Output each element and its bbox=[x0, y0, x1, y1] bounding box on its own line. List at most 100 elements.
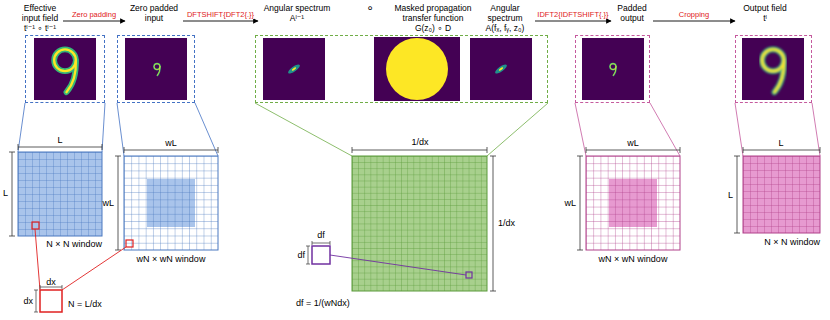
dimension-label: N × N window bbox=[46, 239, 102, 249]
spectrum-panel: Angular spectrumAˡ⁻¹ bbox=[258, 2, 336, 102]
dashed-frame bbox=[25, 35, 105, 103]
grid-lines bbox=[352, 156, 487, 291]
grid-lines bbox=[743, 156, 820, 233]
digit-nine bbox=[610, 64, 616, 76]
stage-panel: ∘Angular spectrumAˡ⁻¹Masked propagation … bbox=[252, 1, 551, 107]
dimension-label: dx bbox=[46, 277, 56, 287]
dimension-line bbox=[34, 290, 38, 312]
dimension-label: N × N window bbox=[764, 237, 820, 247]
zoom-line bbox=[330, 255, 466, 275]
heading: Effective input fieldtˡ⁻¹ ∘ tˡ⁻¹ bbox=[20, 3, 60, 33]
dimension-label: 1/dx bbox=[498, 218, 515, 228]
heading: Zero padded input bbox=[128, 3, 180, 23]
heading: Padded output bbox=[614, 3, 650, 23]
heading-text: Effective input field bbox=[20, 3, 60, 23]
operation-label: IDFT2{IDFTSHIFT{.}} bbox=[537, 10, 608, 19]
heading: Angular spectrumAˡ⁻¹ bbox=[261, 3, 333, 23]
pixel-marker bbox=[32, 222, 39, 229]
flow-arrow bbox=[653, 21, 735, 22]
dimension-label: N = L/dx bbox=[68, 299, 102, 309]
heading-text: Angular spectrum bbox=[478, 3, 532, 23]
dimension-line bbox=[734, 156, 740, 233]
leader-line bbox=[575, 103, 680, 156]
padded-output-image bbox=[582, 38, 644, 100]
pixel-zoom bbox=[40, 290, 62, 312]
flow-arrow bbox=[535, 21, 611, 22]
padded-input-image bbox=[125, 38, 187, 100]
dimension-label: df = 1/(wNdx) bbox=[296, 298, 350, 308]
dimension-label: df bbox=[317, 230, 325, 240]
heading-text: Padded output bbox=[614, 3, 650, 23]
grid-lines bbox=[18, 152, 102, 236]
dimension-line bbox=[115, 156, 121, 250]
formula-text: tˡ bbox=[738, 13, 792, 23]
sample-grid bbox=[124, 156, 218, 250]
frequency-grid bbox=[352, 156, 487, 291]
spectrum-peak bbox=[498, 67, 503, 72]
transfer-function-image bbox=[374, 37, 460, 101]
dimension-line bbox=[490, 156, 496, 291]
operation-label: DFTSHIFT{DFT2{.}} bbox=[187, 10, 254, 19]
dimension-label: wN × wN window bbox=[137, 254, 206, 264]
flow-arrow bbox=[183, 21, 258, 22]
dashed-frame bbox=[117, 35, 195, 103]
dimension-label: L bbox=[57, 135, 62, 145]
heading-text: Angular spectrum bbox=[261, 3, 333, 13]
dimension-line bbox=[9, 152, 15, 236]
sample-grid bbox=[18, 152, 102, 236]
spectrum-image bbox=[263, 38, 325, 100]
flow-arrow bbox=[63, 21, 125, 22]
leader-line bbox=[18, 103, 105, 152]
dimension-line bbox=[306, 246, 310, 264]
operation-label: Zero padding bbox=[72, 10, 116, 19]
digit-nine bbox=[54, 49, 76, 92]
dashed-frame bbox=[735, 35, 812, 103]
heading-text: Masked propagation transfer function bbox=[393, 3, 473, 23]
sample-grid bbox=[586, 156, 680, 250]
dimension-label: wL bbox=[102, 198, 114, 208]
stage-panel: Output fieldtˡ bbox=[732, 1, 816, 107]
dimension-label: 1/dx bbox=[411, 137, 428, 147]
frequency-zoom bbox=[312, 246, 330, 264]
heading: ∘ bbox=[362, 1, 378, 15]
dimension-label: wN × wN window bbox=[599, 254, 668, 264]
dimension-line bbox=[312, 241, 330, 245]
dimension-label: L bbox=[728, 190, 733, 200]
heading: Angular spectrumA(fₓ, fᵧ, z₀) bbox=[478, 3, 532, 33]
dimension-line bbox=[352, 147, 487, 153]
spectrum-peak bbox=[291, 67, 296, 72]
dimension-label: dx bbox=[23, 296, 33, 306]
grid-lines bbox=[586, 156, 680, 250]
input-field-image bbox=[34, 38, 96, 100]
zoom-line bbox=[35, 229, 126, 290]
spectrum-image bbox=[470, 38, 532, 100]
output-field-image bbox=[742, 38, 804, 100]
heading-text: Zero padded input bbox=[128, 3, 180, 23]
dimension-label: df bbox=[297, 250, 305, 260]
dimension-line bbox=[577, 156, 583, 250]
formula-text: tˡ⁻¹ ∘ tˡ⁻¹ bbox=[20, 23, 60, 33]
operation-label: Cropping bbox=[679, 10, 709, 19]
dashed-frame bbox=[575, 35, 650, 103]
dimension-label: wL bbox=[564, 198, 576, 208]
leader-line bbox=[117, 103, 218, 156]
blurred-digit bbox=[762, 49, 784, 92]
formula-text: Aˡ⁻¹ bbox=[261, 13, 333, 23]
spectrum-blob bbox=[494, 63, 508, 75]
spectrum-panel: Masked propagation transfer functionG(z₀… bbox=[372, 2, 476, 102]
heading-text: Output field bbox=[738, 3, 792, 13]
spectrum-blob bbox=[287, 63, 301, 75]
digit-nine bbox=[762, 49, 784, 92]
digit-nine bbox=[154, 64, 160, 76]
formula-text: A(fₓ, fᵧ, z₀) bbox=[478, 23, 532, 33]
stage-panel: Zero padded input bbox=[114, 1, 198, 107]
frequency-marker bbox=[466, 272, 472, 278]
heading: Masked propagation transfer functionG(z₀… bbox=[393, 3, 473, 33]
dimension-label: wL bbox=[627, 138, 639, 148]
dimension-label: wL bbox=[165, 138, 177, 148]
heading-text: ∘ bbox=[362, 1, 378, 15]
heading: Output fieldtˡ bbox=[738, 3, 792, 23]
formula-text: G(z₀) ∘ D bbox=[393, 23, 473, 33]
